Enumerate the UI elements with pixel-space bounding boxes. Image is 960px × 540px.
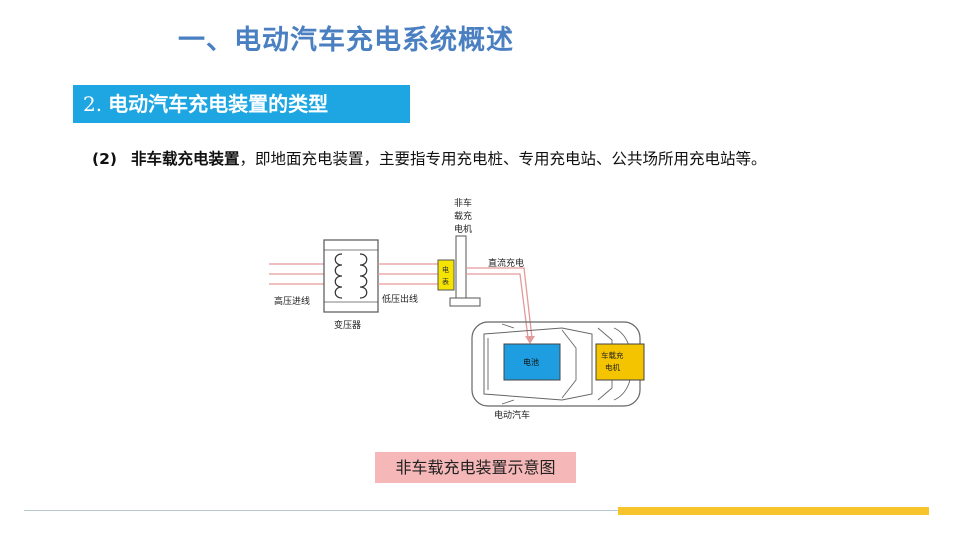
transformer-label: 变压器 <box>334 319 361 331</box>
offboard-charging-diagram: 高压进线 变压器 低压出线 非车 载充 电机 电 表 直流充电 <box>269 197 645 421</box>
footer-accent-bar <box>618 507 929 515</box>
dc-charging-label: 直流充电 <box>488 257 524 269</box>
section-header: 2.电动汽车充电装置的类型 <box>73 85 410 123</box>
electric-meter <box>437 259 455 291</box>
offboard-charger-post <box>449 235 481 307</box>
offboard-charger-label-2: 载充 <box>454 210 472 222</box>
hv-input-label: 高压进线 <box>274 295 310 307</box>
onboard-charger-label-2: 电机 <box>605 362 620 372</box>
vehicle-label: 电动汽车 <box>494 409 530 421</box>
description-index: (2) <box>92 150 117 168</box>
dc-charging-cable <box>466 267 535 344</box>
vehicle-battery <box>503 343 561 381</box>
footer-divider <box>24 510 618 511</box>
lv-output-lines <box>378 263 438 285</box>
onboard-charger-label-1: 车载充 <box>601 350 624 360</box>
section-number: 2. <box>83 92 103 116</box>
offboard-charger-label-1: 非车 <box>454 197 472 209</box>
meter-label-2: 表 <box>442 277 449 286</box>
slide-title: 一、电动汽车充电系统概述 <box>178 25 514 56</box>
lv-output-label: 低压出线 <box>382 293 418 305</box>
transformer <box>323 239 379 313</box>
onboard-charger <box>595 343 645 381</box>
battery-label: 电池 <box>523 357 539 367</box>
description-term: 非车载充电装置 <box>130 150 240 168</box>
hv-input-lines <box>269 263 324 285</box>
description-text: ，即地面充电装置，主要指专用充电桩、专用充电站、公共场所用充电站等。 <box>239 150 767 168</box>
meter-label-1: 电 <box>442 265 449 274</box>
offboard-charger-label-3: 电机 <box>454 223 472 235</box>
description-paragraph: (2) 非车载充电装置，即地面充电装置，主要指专用充电桩、专用充电站、公共场所用充… <box>92 147 952 169</box>
diagram-caption: 非车载充电装置示意图 <box>375 452 576 483</box>
section-label: 电动汽车充电装置的类型 <box>108 92 329 116</box>
